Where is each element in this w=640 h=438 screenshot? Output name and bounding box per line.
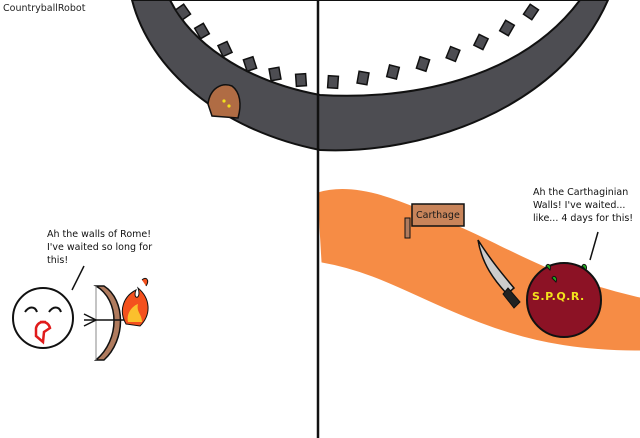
left-speech: Ah the walls of Rome! I've waited so lon… — [47, 228, 152, 267]
left-speech-line: I've waited so long for — [47, 242, 153, 253]
right-speech-line: Walls! I've waited... — [533, 200, 626, 211]
bow — [93, 285, 122, 361]
right-speech-line: like... 4 days for this! — [533, 213, 634, 224]
fire-arrow — [83, 277, 149, 327]
roman-countryball — [526, 262, 602, 338]
watermark: CountryballRobot — [3, 3, 86, 14]
dagger — [477, 239, 521, 309]
right-speech-tail — [589, 231, 599, 261]
right-speech: Ah the Carthaginian Walls! I've waited..… — [533, 186, 633, 225]
carthage-countryball — [12, 287, 74, 349]
left-speech-line: Ah the walls of Rome! — [47, 229, 152, 240]
roman-wall — [130, 0, 610, 152]
spqr-label: S.P.Q.R. — [532, 290, 585, 303]
carthage-sign — [404, 203, 465, 239]
left-speech-tail — [71, 265, 85, 291]
sign-label: Carthage — [416, 210, 460, 221]
right-speech-line: Ah the Carthaginian — [533, 187, 629, 198]
left-speech-line: this! — [47, 255, 69, 266]
